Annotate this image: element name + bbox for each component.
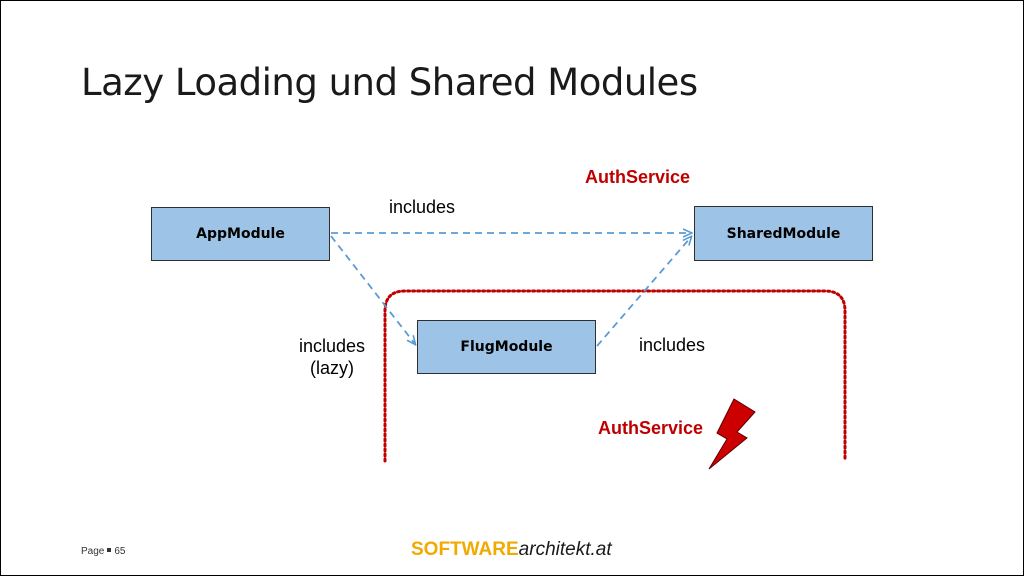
edge-label-app-to-flug-line2: (lazy) <box>310 358 355 378</box>
brand-bold: SOFTWARE <box>411 539 519 560</box>
auth-service-bottom-label: AuthService <box>598 418 704 438</box>
brand-italic: architekt.at <box>518 539 612 560</box>
shared-module-box: SharedModule <box>694 206 873 261</box>
page-number: Page 65 <box>81 546 125 557</box>
page-label: Page <box>81 546 105 557</box>
edge-label-app-to-flug-line1: includes <box>299 336 366 356</box>
arrow-app-to-flug <box>330 235 415 344</box>
page-bullet-icon <box>107 548 112 553</box>
auth-service-top-label: AuthService <box>585 167 691 187</box>
flug-module-box: FlugModule <box>417 320 596 374</box>
edge-label-app-to-flug: includes (lazy) <box>299 335 365 379</box>
page-number-value: 65 <box>114 546 126 557</box>
lightning-bolt-icon <box>708 398 756 470</box>
edge-label-flug-to-shared: includes <box>639 335 706 355</box>
brand-logo: SOFTWAREarchitekt.at <box>411 539 612 561</box>
slide-title: Lazy Loading und Shared Modules <box>81 61 698 104</box>
edge-label-app-to-shared: includes <box>389 197 456 217</box>
shared-module-label: SharedModule <box>726 225 841 242</box>
app-module-box: AppModule <box>151 207 330 261</box>
app-module-label: AppModule <box>196 226 285 242</box>
lazy-scope-bracket <box>383 289 847 463</box>
flug-module-label: FlugModule <box>460 339 553 355</box>
